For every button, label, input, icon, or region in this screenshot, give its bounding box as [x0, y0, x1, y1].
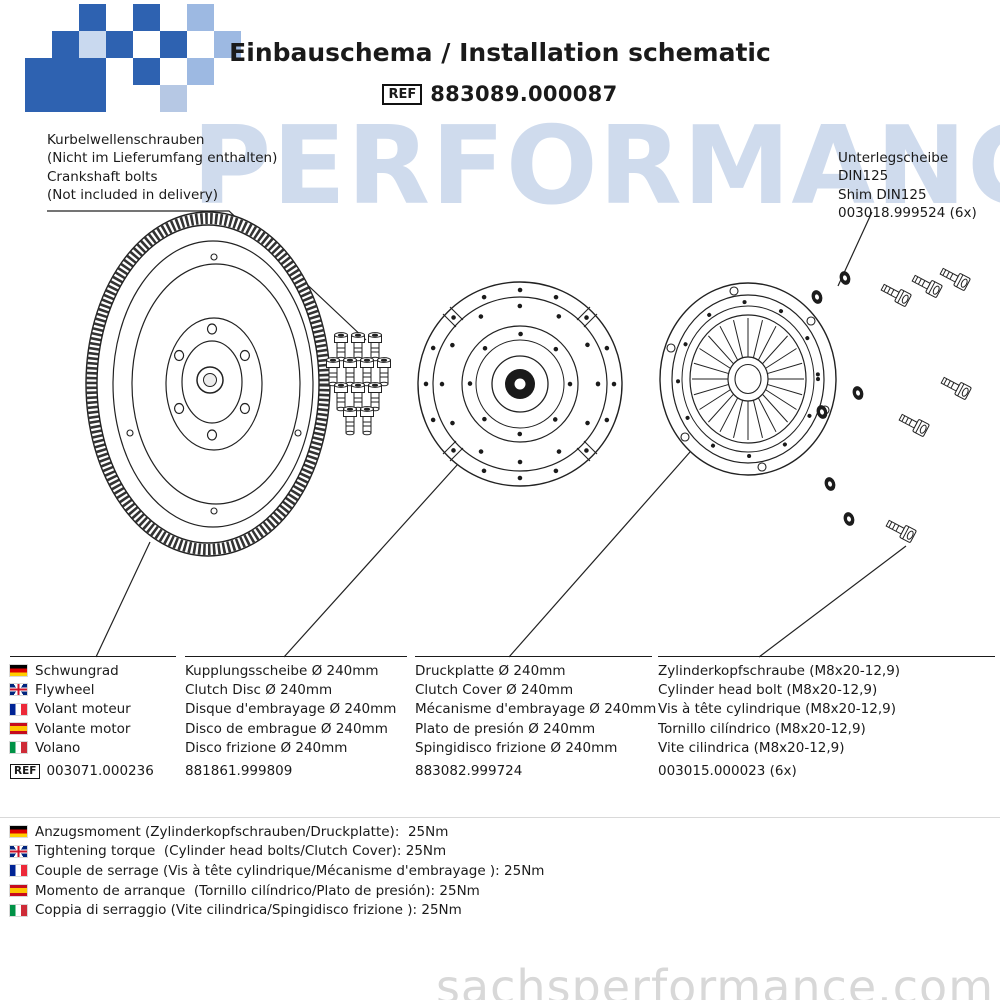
callout-line: Crankshaft bolts: [47, 168, 158, 185]
ref-badge: REF: [382, 83, 423, 105]
checkered-flag-logo-icon: [25, 4, 241, 112]
part-number: 881861.999809: [185, 763, 293, 780]
page-title: Einbauschema / Installation schematic: [229, 38, 771, 67]
part-label-row: Disque d'embrayage Ø 240mm: [185, 700, 407, 719]
flag-italy-icon: [9, 741, 28, 755]
part-label-row: Zylinderkopfschraube (M8x20-12,9): [658, 661, 995, 680]
callout-line: (Not included in delivery): [47, 187, 219, 204]
part-label: Vite cilindrica (M8x20-12,9): [658, 739, 845, 756]
part-label-row: Disco de embrague Ø 240mm: [185, 719, 407, 738]
part-number: 883082.999724: [415, 763, 523, 780]
installation-diagram: [47, 210, 972, 658]
bottom-watermark: sachsperformance.com: [435, 960, 994, 1000]
part-label: Disco frizione Ø 240mm: [185, 739, 348, 756]
flag-germany-icon: [9, 825, 28, 839]
part-label: Schwungrad: [35, 662, 119, 679]
part-label-row: Vis à tête cylindrique (M8x20-12,9): [658, 700, 995, 719]
section-divider: [0, 817, 1000, 818]
part-label: Cylinder head bolt (M8x20-12,9): [658, 681, 878, 698]
flag-spain-icon: [9, 722, 28, 736]
torque-note: Tightening torque (Cylinder head bolts/C…: [35, 843, 447, 860]
cylinder-bolt-label-column: Zylinderkopfschraube (M8x20-12,9) Cylind…: [658, 656, 995, 781]
part-label: Volante motor: [35, 720, 131, 737]
part-label-row: Volante motor: [9, 719, 176, 738]
part-label: Druckplatte Ø 240mm: [415, 662, 566, 679]
part-label: Clutch Disc Ø 240mm: [185, 681, 333, 698]
torque-note-row: Coppia di serraggio (Vite cilindrica/Spi…: [9, 900, 995, 920]
header-ref-row: REF 883089.000087: [0, 82, 1000, 106]
part-label-row: Vite cilindrica (M8x20-12,9): [658, 738, 995, 757]
ref-badge: REF: [10, 763, 41, 779]
part-label: Clutch Cover Ø 240mm: [415, 681, 574, 698]
part-label: Kupplungsscheibe Ø 240mm: [185, 662, 379, 679]
part-label: Vis à tête cylindrique (M8x20-12,9): [658, 701, 896, 718]
part-label-row: Tornillo cilíndrico (M8x20-12,9): [658, 719, 995, 738]
part-label: Disco de embrague Ø 240mm: [185, 720, 388, 737]
part-ref-row: 881861.999809: [185, 761, 407, 780]
torque-note: Momento de arranque (Tornillo cilíndrico…: [35, 882, 480, 899]
part-label: Zylinderkopfschraube (M8x20-12,9): [658, 662, 901, 679]
part-ref-row: 883082.999724: [415, 761, 652, 780]
callout-line: Kurbelwellenschrauben: [47, 132, 205, 148]
callout-line: (Nicht im Lieferumfang enthalten): [47, 150, 278, 167]
crankshaft-bolts-callout: Kurbelwellenschrauben (Nicht im Lieferum…: [47, 131, 277, 205]
callout-line: 003018.999524 (6x): [838, 205, 977, 222]
clutch-disc-drawing: [417, 281, 623, 487]
callout-line: Shim DIN125: [838, 186, 927, 203]
flag-france-icon: [9, 864, 28, 878]
callout-line: Unterlegscheibe DIN125: [838, 150, 949, 185]
flag-italy-icon: [9, 903, 28, 917]
flag-uk-icon: [9, 683, 28, 697]
torque-note-row: Couple de serrage (Vis à tête cylindriqu…: [9, 861, 995, 881]
shim-callout: Unterlegscheibe DIN125 Shim DIN125 00301…: [838, 149, 1000, 223]
part-label: Volano: [35, 739, 81, 756]
torque-note-row: Tightening torque (Cylinder head bolts/C…: [9, 842, 995, 862]
part-label-row: Flywheel: [9, 680, 176, 699]
part-label-row: Mécanisme d'embrayage Ø 240mm: [415, 700, 656, 719]
part-label: Mécanisme d'embrayage Ø 240mm: [415, 701, 657, 718]
kit-ref-number: 883089.000087: [430, 82, 618, 106]
part-label-row: Druckplatte Ø 240mm: [415, 661, 652, 680]
clutch-cover-drawing: [659, 282, 837, 476]
torque-note-row: Momento de arranque (Tornillo cilíndrico…: [9, 881, 995, 901]
flywheel-label-column: Schwungrad Flywheel Volant moteur Volant…: [9, 656, 176, 781]
part-label: Tornillo cilíndrico (M8x20-12,9): [658, 720, 866, 737]
torque-notes-section: Anzugsmoment (Zylinderkopfschrauben/Druc…: [9, 822, 995, 920]
part-label: Plato de presión Ø 240mm: [415, 720, 596, 737]
torque-note: Couple de serrage (Vis à tête cylindriqu…: [35, 862, 545, 879]
part-label-row: Spingidisco frizione Ø 240mm: [415, 738, 652, 757]
part-label-row: Cylinder head bolt (M8x20-12,9): [658, 680, 995, 699]
torque-note: Anzugsmoment (Zylinderkopfschrauben/Druc…: [35, 823, 449, 840]
flag-germany-icon: [9, 664, 28, 678]
part-label: Spingidisco frizione Ø 240mm: [415, 739, 618, 756]
flag-uk-icon: [9, 844, 28, 858]
part-label: Flywheel: [35, 681, 95, 698]
flywheel-drawing: [85, 211, 331, 557]
part-label-row: Kupplungsscheibe Ø 240mm: [185, 661, 407, 680]
part-ref-row: REF 003071.000236: [10, 761, 176, 780]
crankshaft-bolts-drawing: [326, 332, 391, 436]
part-label-row: Volant moteur: [9, 700, 176, 719]
part-label-row: Disco frizione Ø 240mm: [185, 738, 407, 757]
background-watermark: PERFORMANCE: [192, 104, 1000, 229]
part-number: 003071.000236: [46, 763, 154, 780]
clutch-cover-label-column: Druckplatte Ø 240mm Clutch Cover Ø 240mm…: [415, 656, 656, 781]
part-label-row: Volano: [9, 738, 176, 757]
part-number: 003015.000023 (6x): [658, 763, 797, 780]
clutch-disc-label-column: Kupplungsscheibe Ø 240mm Clutch Disc Ø 2…: [185, 656, 407, 781]
part-label-row: Plato de presión Ø 240mm: [415, 719, 652, 738]
part-label-row: Clutch Disc Ø 240mm: [185, 680, 407, 699]
part-ref-row: 003015.000023 (6x): [658, 761, 995, 780]
torque-note: Coppia di serraggio (Vite cilindrica/Spi…: [35, 902, 462, 919]
fasteners-drawing: [809, 264, 972, 544]
part-label-row: Schwungrad: [9, 661, 176, 680]
part-label: Volant moteur: [35, 701, 131, 718]
flag-spain-icon: [9, 884, 28, 898]
part-label: Disque d'embrayage Ø 240mm: [185, 701, 397, 718]
torque-note-row: Anzugsmoment (Zylinderkopfschrauben/Druc…: [9, 822, 995, 842]
flag-france-icon: [9, 702, 28, 716]
part-label-row: Clutch Cover Ø 240mm: [415, 680, 652, 699]
